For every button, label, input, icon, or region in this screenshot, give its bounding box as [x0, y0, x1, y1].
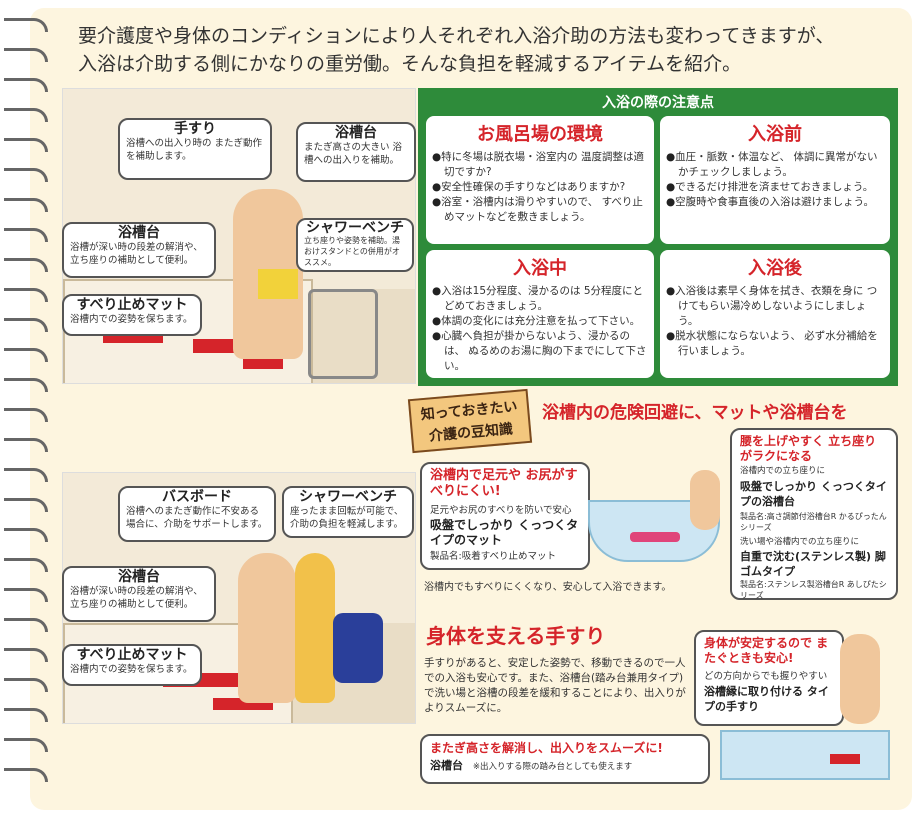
notes-item: 入浴後は素早く身体を拭き、衣類を身に つけてもらい湯冷めしないようにしましょう。 [666, 284, 884, 329]
callout-text: 浴槽が深い時の段差の解消や、 立ち座りの補助として便利。 [70, 242, 203, 266]
callout-title: 浴槽台 [118, 569, 160, 585]
callout-title: 浴槽台 [118, 225, 160, 241]
callout-title: シャワーベンチ [306, 220, 404, 236]
notes-item: 特に冬場は脱衣場・浴室内の 温度調整は適切ですか? [432, 150, 648, 180]
notes-box-title: 入浴中 [513, 258, 567, 279]
notes-box-title: お風呂場の環境 [477, 124, 603, 145]
callout-text: 浴槽内での姿勢を保ちます。 [70, 314, 193, 325]
callout-title: 浴槽台 [335, 125, 377, 141]
bottom-product-name: 浴槽台 [430, 759, 463, 772]
handrail-figure [840, 634, 880, 724]
handrail-tub-illustration [720, 730, 890, 780]
handrail-info-bubble: 身体が安定するので またぐときも安心! どの方向からでも握りやすい 浴槽縁に取り… [694, 630, 844, 726]
bottom-note: ※出入りする際の踏み台としても使えます [472, 762, 633, 772]
callout-title: バスボード [162, 489, 232, 505]
notes-box-during: 入浴中 入浴は15分程度、浸かるのは 5分程度にとどめておきましょう。 体調の変… [426, 250, 654, 378]
callout-handrail: 手すり 浴槽への出入り時の またぎ動作を補助します。 [118, 118, 272, 180]
notes-item: 浴室・浴槽内は滑りやすいので、 すべり止めマットなどを敷きましょう。 [432, 195, 648, 225]
stool-type-name: 吸盤でしっかり くっつくタイプの浴槽台 [740, 480, 887, 508]
notes-item: できるだけ排泄を済ませておきましょう。 [666, 180, 884, 195]
callout-shower-bench-2: シャワーベンチ 座ったまま回転が可能で、 介助の負担を軽減します。 [282, 486, 414, 538]
callout-bath-stool-3: 浴槽台 浴槽が深い時の段差の解消や、 立ち座りの補助として便利。 [62, 566, 216, 622]
stool-headline: 腰を上げやすく 立ち座りがラクになる [740, 434, 877, 463]
stool-product-name-2: 製品名:ステンレス製浴槽台R あしぴたシリーズ [740, 580, 887, 600]
handrail-subtext: どの方向からでも握りやすい [704, 671, 828, 682]
callout-title: すべり止めマット [76, 647, 188, 663]
mat-headline: 浴槽内で足元や お尻がすべりにくい! [430, 468, 578, 499]
callout-bath-board: バスボード 浴槽へのまたぎ動作に不安ある 場合に、介助をサポートします。 [118, 486, 276, 542]
stool-type-name-2: 自重で沈む(ステンレス製) 脚ゴムタイプ [740, 550, 886, 578]
intro-text: 要介護度や身体のコンディションにより人それぞれ入浴介助の方法も変わってきますが、… [78, 22, 898, 78]
notes-item: 血圧・脈数・体温など、 体調に異常がないかチェックしましょう。 [666, 150, 884, 180]
notes-item: 体調の変化には充分注意を払って下さい。 [432, 314, 648, 329]
notes-item: 安全性確保の手すりなどはありますか? [432, 180, 648, 195]
callout-text: 立ち座りや姿勢を補助。湯おけスタンドとの併用がオススメ。 [304, 236, 400, 267]
callout-title: すべり止めマット [76, 297, 188, 313]
stool-info-bubble: 腰を上げやすく 立ち座りがラクになる 浴槽内での立ち座りに 吸盤でしっかり くっ… [730, 428, 898, 600]
callout-title: シャワーベンチ [299, 489, 397, 505]
mat-caption: 浴槽内でもすべりにくくなり、安心して入浴できます。 [424, 582, 672, 593]
callout-text: 浴槽内での姿勢を保ちます。 [70, 664, 193, 675]
intro-line-1: 要介護度や身体のコンディションにより人それぞれ入浴介助の方法も変わってきますが、 [78, 25, 835, 47]
callout-bath-stool-2: 浴槽台 浴槽が深い時の段差の解消や、 立ち座りの補助として便利。 [62, 222, 216, 278]
notes-item: 心臓へ負担が掛からないよう、浸かるのは、 ぬるめのお湯に胸の下までにして下さい。 [432, 329, 648, 374]
spiral-binding [4, 18, 52, 798]
notes-box-before: 入浴前 血圧・脈数・体温など、 体調に異常がないかチェックしましょう。 できるだ… [660, 116, 890, 244]
notes-box-environment: お風呂場の環境 特に冬場は脱衣場・浴室内の 温度調整は適切ですか? 安全性確保の… [426, 116, 654, 244]
stool-subtext-2: 洗い場や浴槽内での立ち座りに [740, 537, 860, 547]
mat-product-name: 製品名:吸着すべり止めマット [430, 551, 557, 562]
bottom-headline: またぎ高さを解消し、出入りをスムーズに! [430, 741, 663, 755]
bather-figure [690, 470, 720, 530]
callout-bath-stool: 浴槽台 またぎ高さの大きい 浴槽への出入りを補助。 [296, 122, 416, 182]
callout-non-slip-mat-2: すべり止めマット 浴槽内での姿勢を保ちます。 [62, 644, 202, 686]
care-tips-stamp: 知っておきたい 介護の豆知識 [407, 388, 533, 454]
bottom-stool-bubble: またぎ高さを解消し、出入りをスムーズに! 浴槽台 ※出入りする際の踏み台としても… [420, 734, 710, 784]
notes-box-after: 入浴後 入浴後は素早く身体を拭き、衣類を身に つけてもらい湯冷めしないようにしま… [660, 250, 890, 378]
notes-item: 脱水状態にならないよう、 必ず水分補給を行いましょう。 [666, 329, 884, 359]
notes-box-title: 入浴後 [748, 258, 802, 279]
notes-box-title: 入浴前 [748, 124, 802, 145]
callout-text: 浴槽への出入り時の またぎ動作を補助します。 [126, 138, 263, 162]
handrail-description: 手すりがあると、安定した姿勢で、移動できるので一人での入浴も安心です。また、浴槽… [424, 657, 686, 714]
mat-subtext: 足元やお尻のすべりを防いで安心 [430, 505, 572, 516]
callout-text: またぎ高さの大きい 浴槽への出入りを補助。 [304, 142, 403, 166]
callout-text: 浴槽が深い時の段差の解消や、 立ち座りの補助として便利。 [70, 586, 203, 610]
bathing-notes-panel: 入浴の際の注意点 お風呂場の環境 特に冬場は脱衣場・浴室内の 温度調整は適切です… [418, 88, 898, 386]
callout-title: 手すり [174, 121, 216, 137]
stool-product-name: 製品名:高さ調節付浴槽台R かるぴったんシリーズ [740, 512, 887, 532]
callout-text: 浴槽へのまたぎ動作に不安ある 場合に、介助をサポートします。 [126, 506, 268, 530]
callout-non-slip-mat: すべり止めマット 浴槽内での姿勢を保ちます。 [62, 294, 202, 336]
handrail-headline: 身体が安定するので またぐときも安心! [704, 636, 829, 665]
tips-heading-mats: 浴槽内の危険回避に、マットや浴槽台を [542, 403, 848, 423]
mat-info-bubble: 浴槽内で足元や お尻がすべりにくい! 足元やお尻のすべりを防いで安心 吸盤でしっ… [420, 462, 590, 570]
callout-text: 座ったまま回転が可能で、 介助の負担を軽減します。 [290, 506, 404, 530]
notes-item: 空腹時や食事直後の入浴は避けましょう。 [666, 195, 884, 210]
handrail-type-name: 浴槽縁に取り付ける タイプの手すり [704, 685, 829, 713]
notes-title: 入浴の際の注意点 [602, 95, 714, 111]
stool-subtext: 浴槽内での立ち座りに [740, 466, 826, 476]
tips-heading-handrail: 身体を支える手すり [426, 624, 606, 648]
intro-line-2: 入浴は介助する側にかなりの重労働。そんな負担を軽減するアイテムを紹介。 [78, 53, 742, 75]
callout-shower-bench: シャワーベンチ 立ち座りや姿勢を補助。湯おけスタンドとの併用がオススメ。 [296, 218, 414, 272]
notes-item: 入浴は15分程度、浸かるのは 5分程度にとどめておきましょう。 [432, 284, 648, 314]
mat-type-name: 吸盤でしっかり くっつくタイプのマット [430, 518, 579, 547]
